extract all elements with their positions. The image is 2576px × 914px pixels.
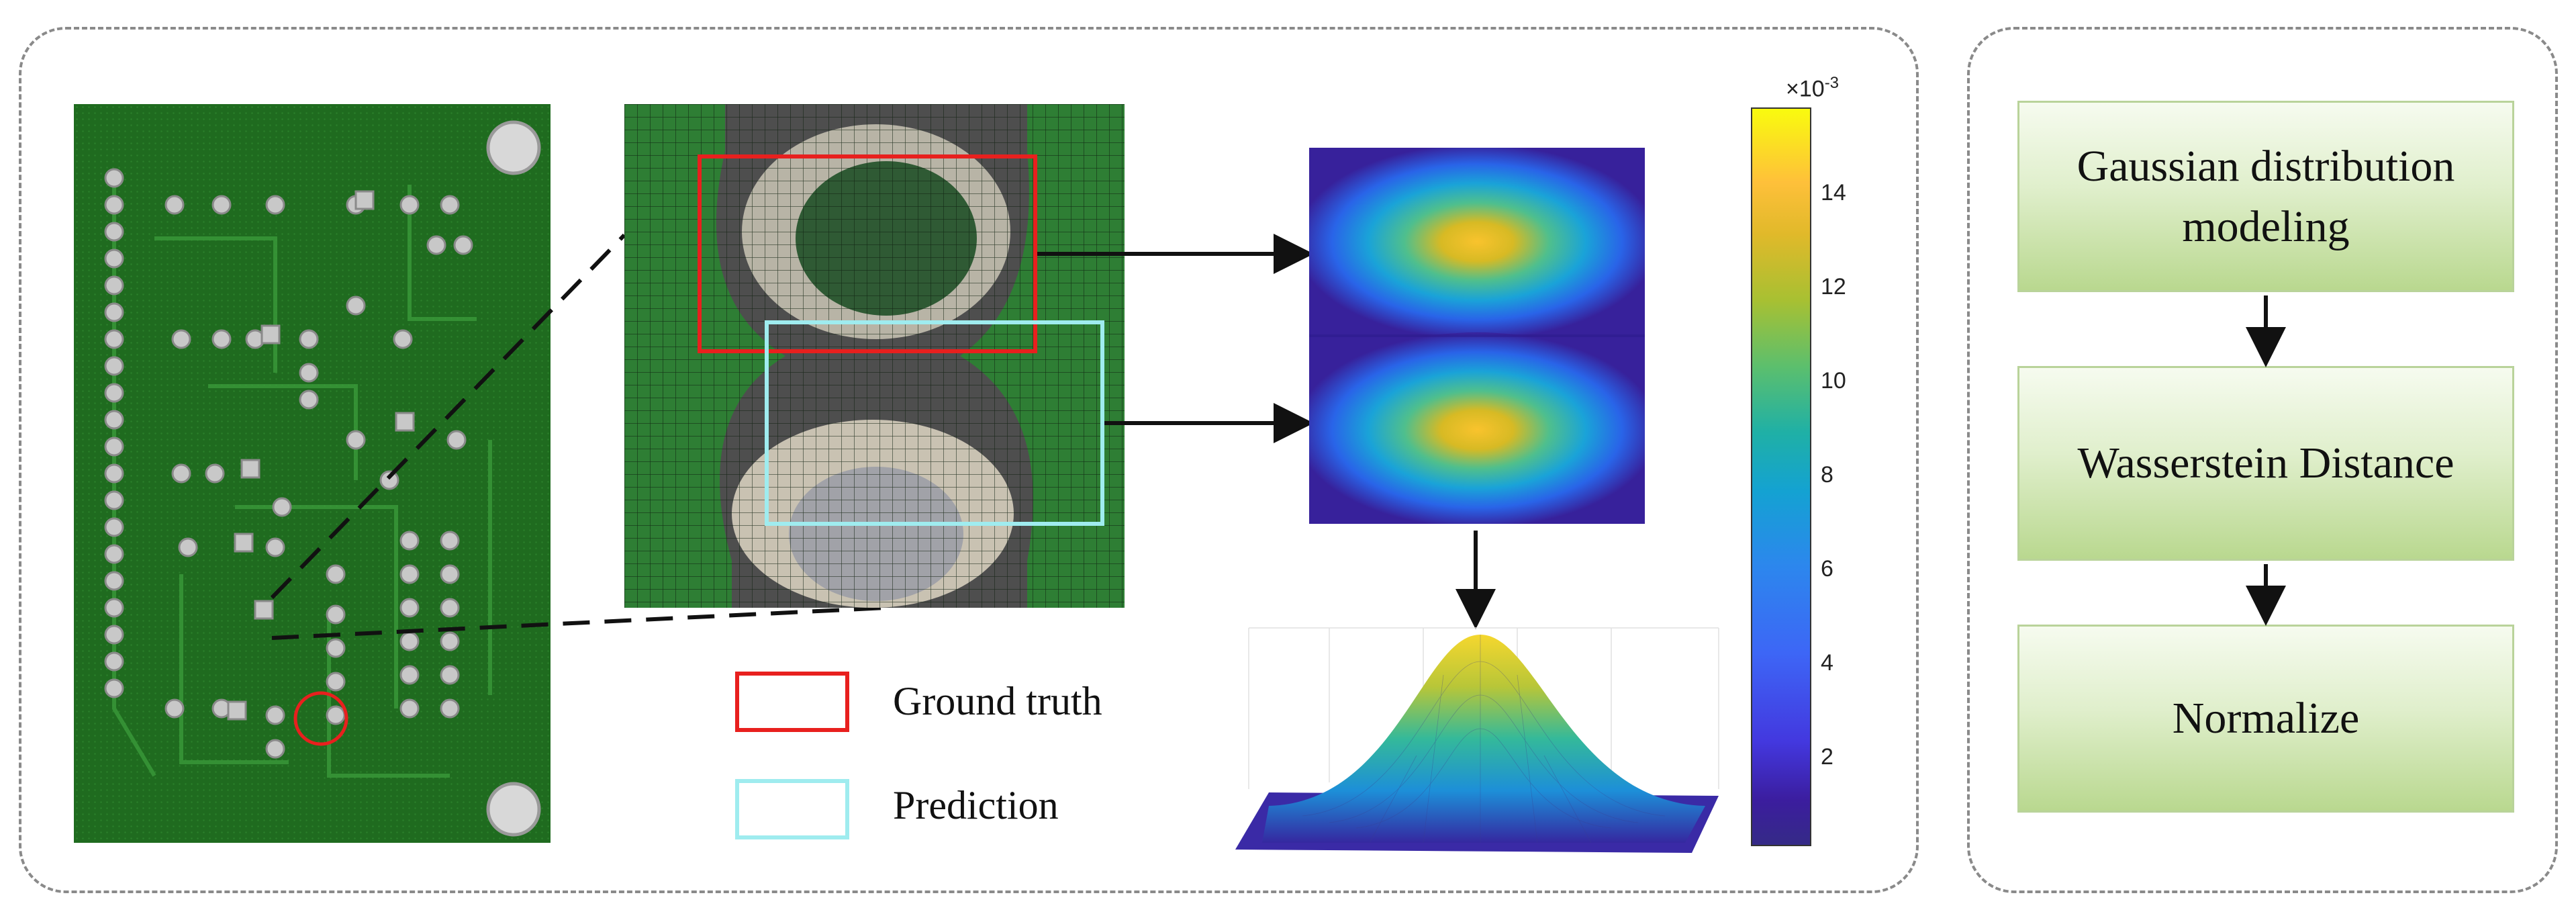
ground-truth-label: Ground truth xyxy=(893,679,1102,723)
colorbar xyxy=(1751,107,1811,846)
colorbar-tick: 4 xyxy=(1821,650,1833,676)
step-label-line1: Normalize xyxy=(2172,694,2360,743)
left-panel xyxy=(19,27,1919,893)
right-panel xyxy=(1967,27,2558,893)
prediction-swatch xyxy=(735,779,849,839)
ground-truth-swatch xyxy=(735,672,849,732)
step-label-line1: Wasserstein Distance xyxy=(2077,439,2454,488)
pcb-image xyxy=(74,104,551,843)
step-wasserstein-distance: Wasserstein Distance xyxy=(2017,366,2514,561)
gaussian-3d-surface xyxy=(1222,621,1739,860)
colorbar-tick: 8 xyxy=(1821,462,1833,488)
colorbar-tick: 12 xyxy=(1821,274,1846,300)
step-normalize: Normalize xyxy=(2017,625,2514,813)
colorbar-exponent: ×10-3 xyxy=(1786,74,1840,102)
gaussian-heatmap xyxy=(1309,148,1645,524)
colorbar-tick: 10 xyxy=(1821,368,1846,394)
zoomed-pad-image xyxy=(624,104,1125,608)
colorbar-tick: 14 xyxy=(1821,180,1846,205)
colorbar-tick: 6 xyxy=(1821,556,1833,582)
prediction-label: Prediction xyxy=(893,783,1059,827)
step-gaussian-modeling: Gaussian distribution modeling xyxy=(2017,101,2514,292)
step-label-line1: Gaussian distribution xyxy=(2077,142,2455,191)
colorbar-tick: 2 xyxy=(1821,744,1833,770)
step-label-line2: modeling xyxy=(2182,201,2350,251)
